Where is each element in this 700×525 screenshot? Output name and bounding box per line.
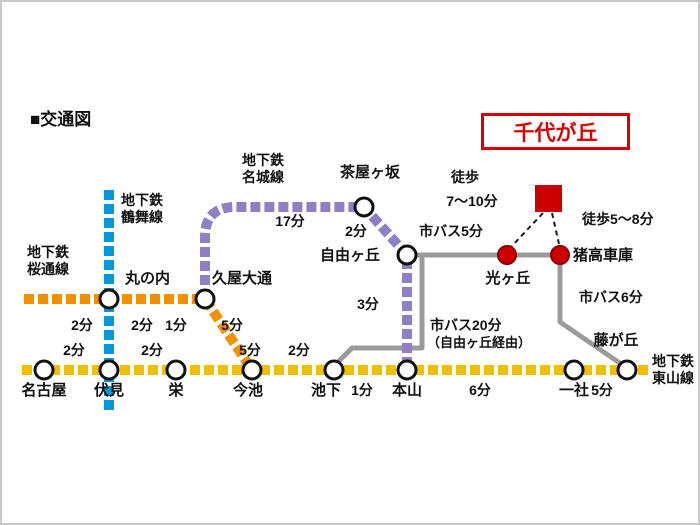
station-ikeshita-marker [323,359,345,381]
station-issha-marker [563,359,585,381]
sakuradori-line-label-1: 地下鉄 [27,244,69,260]
tsurumai-line-label-2: 鶴舞線 [121,208,163,225]
station-hisayaodori-marker [194,288,216,310]
bus20-note-label: （自由ヶ丘経由） [427,335,532,350]
station-fushimi-label: 伏見 [93,382,125,399]
bus-line-fujigaoka-idaka [557,255,629,371]
station-chayagasaka-marker [353,196,375,218]
station-hisayaodori-label: 久屋大通 [212,270,273,287]
destination-box: 千代が丘 [481,113,630,150]
sakuradori-line [24,294,257,373]
walk-label-idaka: 徒歩5〜8分 [582,211,654,227]
station-motoyama-marker [396,359,418,381]
station-nagoya-label: 名古屋 [21,382,67,399]
meijo-line-label: 地下鉄 名城線 [242,152,284,186]
tsurumai-line-label: 地下鉄 鶴舞線 [121,192,163,226]
page-title: ■交通図 [30,110,92,129]
tsurumai-line-label-1: 地下鉄 [121,192,163,208]
time-meijo-jiyugaoka-motoyama: 3分 [357,296,379,312]
busstop-idakashako-label: 猪高車庫 [573,247,634,264]
station-imaike-marker [241,359,263,381]
station-jiyugaoka-marker [396,244,418,266]
station-issha-label: 一社 [558,382,590,399]
station-sakae-marker [165,359,187,381]
time-higashiyama-nagoya-fushimi: 2分 [63,342,85,358]
station-ikeshita-label: 池下 [310,382,342,399]
meijo-line-label-1: 地下鉄 [242,152,284,168]
busstop-idakashako-marker [550,245,570,265]
higashiyama-line-label-1: 地下鉄 [652,353,694,369]
station-motoyama-label: 本山 [391,382,423,399]
sakuradori-line-label: 地下鉄 桜通線 [27,244,69,278]
station-fujigaoka-marker [616,359,638,381]
walk-label-hikarigaoka-2: 7〜10分 [446,193,498,209]
station-fujigaoka-label: 藤が丘 [593,332,639,349]
time-tsurumai-marunouchi-fushimi: 2分 [131,317,153,333]
time-sakuradori-marunouchi-hisaya: 1分 [165,317,187,333]
higashiyama-line-label-2: 東山線 [652,369,694,386]
bus20-label: 市バス20分 [430,317,502,333]
station-sakae-label: 栄 [168,382,184,399]
time-meijo-hisaya-chayagasaka: 17分 [275,213,305,229]
time-higashiyama-fushimi-sakae: 2分 [141,342,163,358]
meijo-line [200,202,412,370]
walk-path-hikarigaoka [510,212,544,248]
time-meijo-chayagasaka-jiyugaoka: 2分 [345,223,367,239]
bus6-label: 市バス6分 [579,289,643,305]
sakuradori-line-label-2: 桜通線 [27,260,69,277]
time-sakuradori-west: 2分 [71,317,93,333]
time-higashiyama-motoyama-issha: 6分 [469,382,491,398]
station-imaike-label: 今池 [232,382,264,399]
station-chayagasaka-label: 茶屋ヶ坂 [339,164,401,181]
station-marunouchi-marker [98,288,120,310]
meijo-line-label-2: 名城線 [242,168,284,185]
bus5-label: 市バス5分 [419,223,483,239]
time-higashiyama-ikeshita-motoyama: 1分 [351,382,373,398]
walk-label-hikarigaoka-1: 徒歩 [451,169,479,185]
bus-line-ikeshita-route [334,255,425,366]
time-sakuradori-hisaya-imaike: 5分 [221,317,243,333]
time-higashiyama-issha-fujigaoka: 5分 [591,382,613,398]
time-higashiyama-imaike-ikeshita: 2分 [288,342,310,358]
busstop-hikarigaoka-marker [497,245,517,265]
station-nagoya-marker [33,359,55,381]
station-marunouchi-label: 丸の内 [125,270,171,287]
busstop-hikarigaoka-label: 光ヶ丘 [485,270,531,287]
station-fushimi-marker [98,359,120,381]
destination-marker [535,185,562,212]
station-jiyugaoka-label: 自由ヶ丘 [320,247,381,264]
higashiyama-line-label: 地下鉄 東山線 [652,353,694,387]
time-higashiyama-sakae-imaike: 5分 [239,342,261,358]
walk-path-idaka [551,212,560,245]
